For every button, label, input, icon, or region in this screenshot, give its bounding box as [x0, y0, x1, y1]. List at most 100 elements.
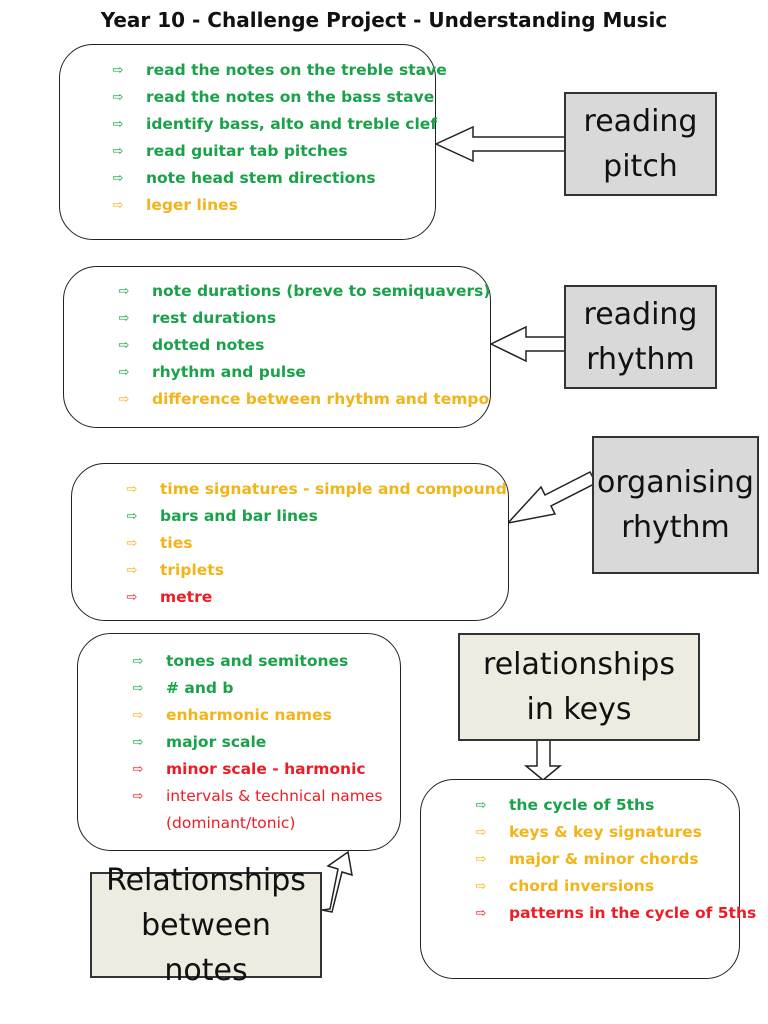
reading-rhythm-label-text: reading rhythm: [583, 297, 698, 377]
bullet-arrow-icon: ⇨: [475, 825, 487, 840]
list-item: ⇨ dotted notes: [114, 332, 490, 359]
list-item-text: enharmonic names: [166, 706, 332, 724]
list-item-text: major scale: [166, 733, 267, 751]
list-item-text: # and b: [166, 679, 234, 697]
bullet-arrow-icon: ⇨: [118, 365, 130, 380]
bullet-arrow-icon: ⇨: [112, 117, 124, 132]
bullet-arrow-icon: ⇨: [132, 654, 144, 669]
list-item-text: read the notes on the treble stave: [146, 61, 447, 79]
bullet-arrow-icon: ⇨: [475, 798, 487, 813]
list-item: ⇨ read the notes on the treble stave: [108, 57, 447, 84]
reading-pitch-label: reading pitch: [564, 92, 717, 196]
list-item-text: leger lines: [146, 196, 238, 214]
list-item-text: minor scale - harmonic: [166, 760, 366, 778]
reading-pitch-box: ⇨read the notes on the treble stave⇨read…: [59, 44, 447, 240]
arrow-reading-rhythm: [489, 325, 566, 363]
list-item: ⇨rhythm and pulse: [114, 359, 490, 386]
list-item: ⇨ # and b: [128, 675, 394, 702]
list-item-text: metre: [160, 588, 213, 606]
bullet-arrow-icon: ⇨: [126, 509, 138, 524]
bullet-arrow-icon: ⇨: [132, 735, 144, 750]
bullet-arrow-icon: ⇨: [475, 879, 487, 894]
reading-pitch-list: ⇨read the notes on the treble stave⇨read…: [108, 57, 447, 219]
relationships-between-notes-label: Relationships between notes: [90, 863, 322, 988]
bullet-arrow-icon: ⇨: [132, 708, 144, 723]
list-item-text: time signatures - simple and compound: [160, 480, 507, 498]
bullet-arrow-icon: ⇨: [132, 681, 144, 696]
bullet-arrow-icon: ⇨: [118, 392, 130, 407]
list-item: ⇨ note head stem directions: [108, 165, 435, 192]
page-title: Year 10 - Challenge Project - Understand…: [100, 8, 668, 32]
bullet-arrow-icon: ⇨: [126, 482, 138, 497]
relationships-between-notes-label-text: Relationships between notes: [106, 862, 306, 988]
list-item-text: patterns in the cycle of 5ths: [509, 904, 757, 922]
list-item: ⇨major & minor chords: [471, 846, 733, 873]
list-item: ⇨note durations (breve to semiquavers): [114, 278, 491, 305]
bullet-arrow-icon: ⇨: [112, 171, 124, 186]
reading-rhythm-label: reading rhythm: [564, 285, 717, 389]
bullet-arrow-icon: ⇨: [112, 144, 124, 159]
list-item: ⇨ intervals & technical names (dominant/t…: [128, 783, 394, 837]
arrow-relationships-in-keys: [523, 739, 563, 781]
list-item: ⇨ patterns in the cycle of 5ths: [471, 900, 757, 927]
relationships-in-keys-label: relationships in keys: [458, 633, 700, 741]
relationships-in-keys-label-text: relationships in keys: [483, 647, 675, 727]
list-item: ⇨ enharmonic names: [128, 702, 394, 729]
bullet-arrow-icon: ⇨: [475, 906, 487, 921]
bullet-arrow-icon: ⇨: [475, 852, 487, 867]
bullet-arrow-icon: ⇨: [126, 563, 138, 578]
list-item: ⇨ minor scale - harmonic: [128, 756, 394, 783]
bullet-arrow-icon: ⇨: [112, 198, 124, 213]
bullet-arrow-icon: ⇨: [132, 762, 144, 777]
list-item-text: identify bass, alto and treble clef: [146, 115, 438, 133]
list-item-text: note durations (breve to semiquavers): [152, 282, 491, 300]
list-item: ⇨ difference between rhythm and tempo: [114, 386, 490, 413]
arrow-relationships-between-notes: [321, 850, 353, 913]
list-item: ⇨ metre: [122, 584, 508, 611]
list-item-text: read the notes on the bass stave: [146, 88, 435, 106]
arrow-reading-pitch: [434, 125, 566, 163]
list-item: ⇨ triplets: [122, 557, 508, 584]
list-item-text: rest durations: [152, 309, 277, 327]
list-item: ⇨read guitar tab pitches: [108, 138, 435, 165]
list-item-text: tones and semitones: [166, 652, 349, 670]
list-item: ⇨ chord inversions: [471, 873, 733, 900]
list-item-text: chord inversions: [509, 877, 655, 895]
organising-rhythm-label: organising rhythm: [592, 436, 759, 574]
organising-rhythm-box: ⇨ time signatures - simple and compound ⇨b…: [71, 463, 509, 621]
relationships-between-notes-list: ⇨ tones and semitones ⇨ # and b ⇨ enharmonic …: [128, 648, 394, 837]
list-item: ⇨ identify bass, alto and treble clef: [108, 111, 438, 138]
list-item-text: keys & key signatures: [509, 823, 702, 841]
list-item-text: the cycle of 5ths: [509, 796, 655, 814]
list-item-text: dotted notes: [152, 336, 265, 354]
arrow-organising-rhythm: [505, 470, 598, 525]
list-item-text: triplets: [160, 561, 224, 579]
bullet-arrow-icon: ⇨: [118, 338, 130, 353]
list-item: ⇨rest durations: [114, 305, 490, 332]
list-item-text: difference between rhythm and tempo: [152, 390, 490, 408]
list-item: ⇨ major scale: [128, 729, 394, 756]
bullet-arrow-icon: ⇨: [112, 90, 124, 105]
relationships-between-notes-box: ⇨ tones and semitones ⇨ # and b ⇨ enharmonic …: [77, 633, 401, 851]
relationships-in-keys-list: ⇨ the cycle of 5ths ⇨ keys & key signatures…: [471, 792, 757, 927]
reading-pitch-label-text: reading pitch: [583, 104, 698, 184]
list-item: ⇨bars and bar lines: [122, 503, 508, 530]
list-item: ⇨ keys & key signatures: [471, 819, 733, 846]
reading-rhythm-box: ⇨note durations (breve to semiquavers)⇨r…: [63, 266, 491, 428]
list-item: ⇨ leger lines: [108, 192, 435, 219]
organising-rhythm-label-text: organising rhythm: [597, 465, 754, 545]
list-item-text: note head stem directions: [146, 169, 376, 187]
bullet-arrow-icon: ⇨: [112, 63, 124, 78]
relationships-in-keys-box: ⇨ the cycle of 5ths ⇨ keys & key signatures…: [420, 779, 757, 979]
list-item-text: ties: [160, 534, 193, 552]
list-item-text: intervals & technical names (dominant/to…: [166, 787, 383, 832]
list-item: ⇨ tones and semitones: [128, 648, 394, 675]
list-item: ⇨ time signatures - simple and compound: [122, 476, 508, 503]
bullet-arrow-icon: ⇨: [132, 789, 144, 804]
bullet-arrow-icon: ⇨: [126, 536, 138, 551]
list-item: ⇨ the cycle of 5ths: [471, 792, 733, 819]
list-item: ⇨ ties: [122, 530, 508, 557]
bullet-arrow-icon: ⇨: [126, 590, 138, 605]
organising-rhythm-list: ⇨ time signatures - simple and compound ⇨b…: [122, 476, 508, 611]
